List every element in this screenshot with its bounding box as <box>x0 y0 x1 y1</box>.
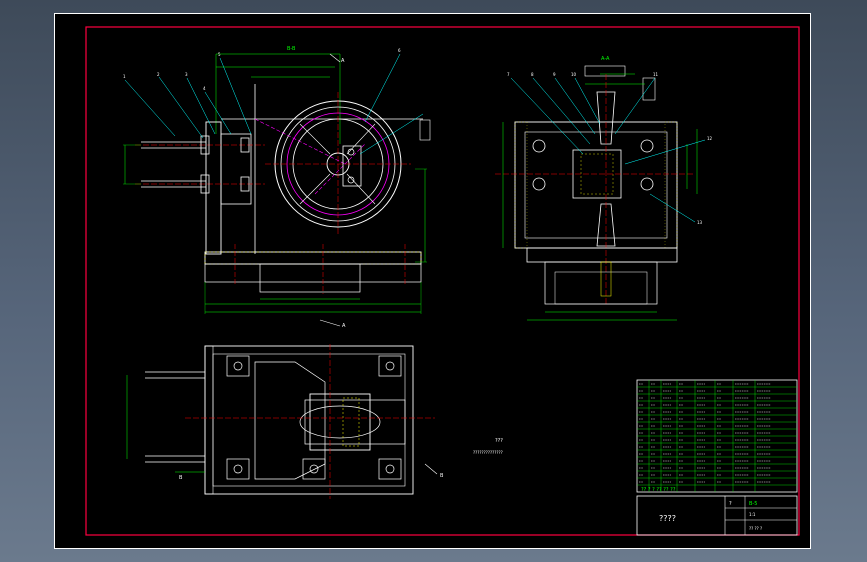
note-title: ??? <box>495 438 503 444</box>
title-block: ???? ? B-5 1:1 ?? ?? ? ?? ? ? ?? ?? ?? <box>636 487 798 536</box>
title-sub-left: 1:1 <box>749 512 756 517</box>
drawing-name: ???? <box>659 514 676 523</box>
technical-note: ??? ?????????????? <box>473 438 503 455</box>
balloon-12: 12 <box>707 136 713 141</box>
cad-drawing: B-B A <box>85 26 800 536</box>
balloon-10: 10 <box>571 72 577 77</box>
view-marker-a-top: A <box>341 58 345 64</box>
balloons-right: 7 8 9 10 11 12 13 <box>507 72 713 225</box>
balloon-11: 11 <box>653 72 659 77</box>
front-view: B-B A <box>123 46 431 329</box>
view-marker-b-right: B <box>440 473 444 479</box>
note-text: ?????????????? <box>473 450 503 455</box>
balloon-4: 4 <box>203 86 206 91</box>
balloon-9: 9 <box>553 72 556 77</box>
view-marker-a-bottom: A <box>342 323 346 329</box>
top-view: B B <box>126 344 444 499</box>
view-marker-b-left: B <box>179 475 183 481</box>
balloon-2: 2 <box>157 72 160 77</box>
parts-list <box>636 379 798 493</box>
balloon-7: 7 <box>507 72 510 77</box>
scale-label: ? <box>729 501 732 507</box>
balloon-5: 5 <box>218 52 221 57</box>
title-footer: ?? ? ? ?? ?? ?? <box>641 487 676 493</box>
balloon-13: 13 <box>697 220 703 225</box>
side-view: A-A <box>495 56 713 321</box>
scale-value: B-5 <box>749 501 757 507</box>
section-label-bb: B-B <box>287 46 296 52</box>
balloon-8: 8 <box>531 72 534 77</box>
balloon-3: 3 <box>185 72 188 77</box>
balloon-6: 6 <box>398 48 401 53</box>
balloons-left: 1 2 3 4 5 6 <box>123 48 401 91</box>
balloon-1: 1 <box>123 74 126 79</box>
title-sub-right: ?? ?? ? <box>749 526 762 531</box>
section-label-aa: A-A <box>601 56 610 62</box>
drawing-sheet: B-B A <box>54 13 811 549</box>
drawing-frame <box>85 26 800 536</box>
